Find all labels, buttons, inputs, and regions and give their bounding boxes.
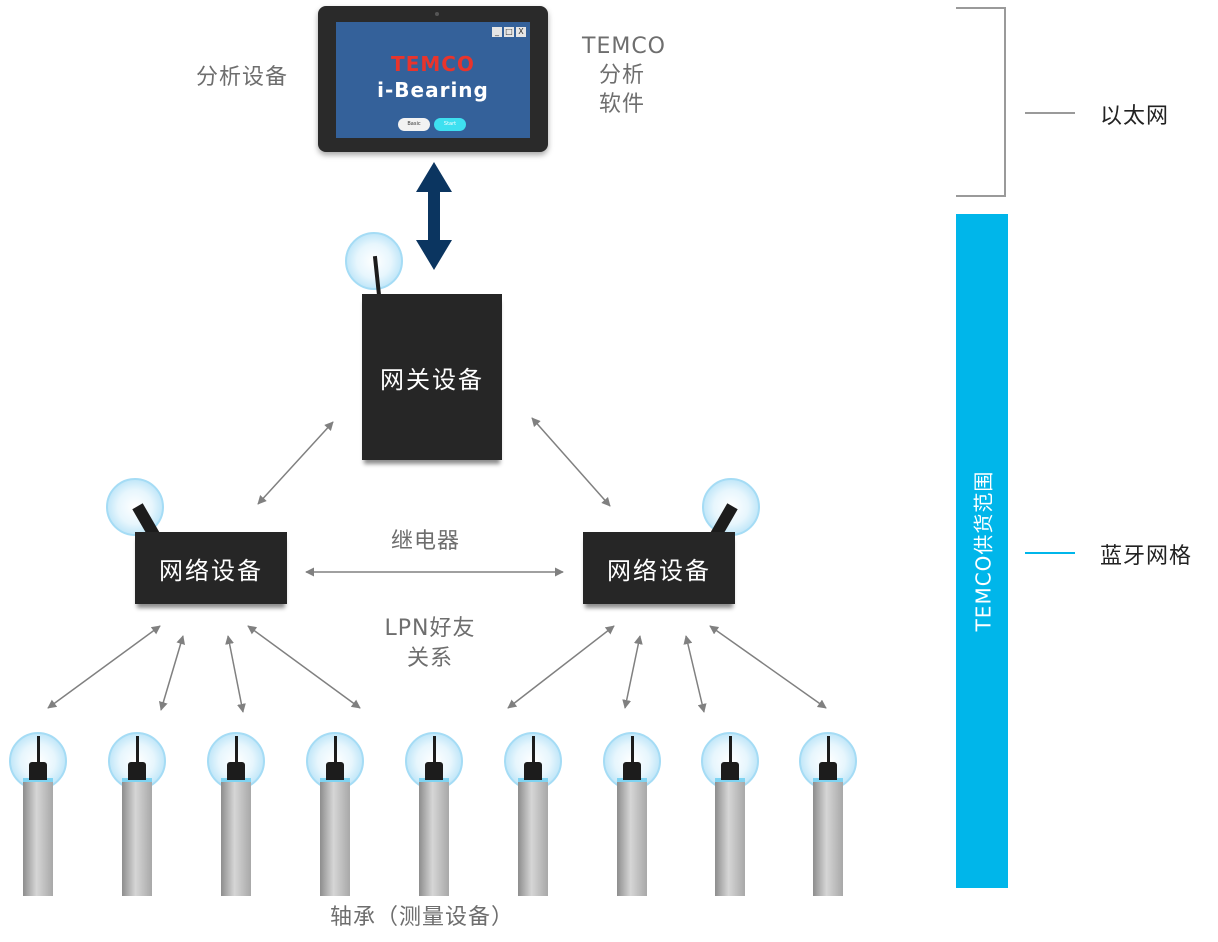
sensor-cap	[326, 762, 344, 780]
gateway-label: 网关设备	[380, 365, 484, 394]
analysis-tablet: _ □ X TEMCO i-Bearing Basic Start	[318, 6, 548, 152]
sensor-pin	[827, 736, 830, 764]
camera-dot	[435, 12, 439, 16]
supply-scope-label: TEMCO供货范围	[971, 470, 996, 632]
maximize-icon: □	[504, 27, 514, 37]
sensor-tube	[23, 778, 53, 896]
sensor-tube	[617, 778, 647, 896]
sensor-tube	[221, 778, 251, 896]
sensor-pin	[433, 736, 436, 764]
ethernet-bracket	[956, 7, 1006, 197]
brand-logo: TEMCO	[391, 52, 475, 76]
link-gateway-right	[531, 417, 611, 507]
sensor-tube	[813, 778, 843, 896]
sensors-caption: 轴承（测量设备）	[330, 905, 515, 930]
sensor-pin	[532, 736, 535, 764]
link-gateway-left	[257, 421, 334, 505]
gateway-device: 网关设备	[362, 294, 502, 460]
sensor-tube	[122, 778, 152, 896]
bearing-sensor	[107, 732, 167, 896]
software-label-line: TEMCO	[582, 34, 666, 59]
product-name: i-Bearing	[377, 78, 489, 102]
bearing-sensor	[503, 732, 563, 896]
sensor-tube	[419, 778, 449, 896]
sensor-cap	[524, 762, 542, 780]
bearing-sensor	[305, 732, 365, 896]
sensor-tube	[320, 778, 350, 896]
bearing-sensor	[206, 732, 266, 896]
lpn-label: LPN好友 关系	[384, 614, 476, 674]
sensor-pin	[37, 736, 40, 764]
bearing-sensor	[798, 732, 858, 896]
relay-label: 继电器	[391, 529, 461, 554]
bearing-sensor	[404, 732, 464, 896]
sensor-cap	[721, 762, 739, 780]
sensor-cap	[425, 762, 443, 780]
tablet-screen: _ □ X TEMCO i-Bearing Basic Start	[336, 22, 530, 138]
left-network-device: 网络设备	[135, 532, 287, 604]
sensor-pin	[334, 736, 337, 764]
software-label: TEMCO 分析 软件	[582, 32, 666, 119]
supply-scope-bar: TEMCO供货范围	[956, 214, 1008, 888]
software-label-line: 软件	[598, 92, 645, 117]
close-icon: X	[516, 27, 526, 37]
sensor-cap	[623, 762, 641, 780]
sensor-pin	[136, 736, 139, 764]
right-network-device: 网络设备	[583, 532, 735, 604]
bearing-sensor	[700, 732, 760, 896]
ethernet-legend-line	[1025, 112, 1075, 114]
software-label-line: 分析	[598, 63, 645, 88]
sensor-cap	[819, 762, 837, 780]
sensor-pin	[235, 736, 238, 764]
bearing-sensor	[602, 732, 662, 896]
sensor-pin	[729, 736, 732, 764]
mesh-legend-line	[1025, 552, 1075, 554]
sensor-cap	[128, 762, 146, 780]
minimize-icon: _	[492, 27, 502, 37]
sensor-pin	[631, 736, 634, 764]
sensor-cap	[29, 762, 47, 780]
network-device-label: 网络设备	[607, 556, 711, 585]
sensor-cap	[227, 762, 245, 780]
sensor-tube	[715, 778, 745, 896]
bearing-sensor	[8, 732, 68, 896]
bluetooth-mesh-label: 蓝牙网格	[1100, 544, 1193, 569]
lpn-label-line: LPN好友	[384, 616, 476, 641]
network-device-label: 网络设备	[159, 556, 263, 585]
analysis-device-label: 分析设备	[196, 65, 289, 90]
ethernet-double-arrow	[416, 162, 452, 270]
basic-button: Basic	[398, 118, 430, 131]
start-button: Start	[434, 118, 466, 131]
ethernet-label: 以太网	[1100, 104, 1170, 129]
lpn-label-line: 关系	[406, 646, 453, 671]
sensor-tube	[518, 778, 548, 896]
